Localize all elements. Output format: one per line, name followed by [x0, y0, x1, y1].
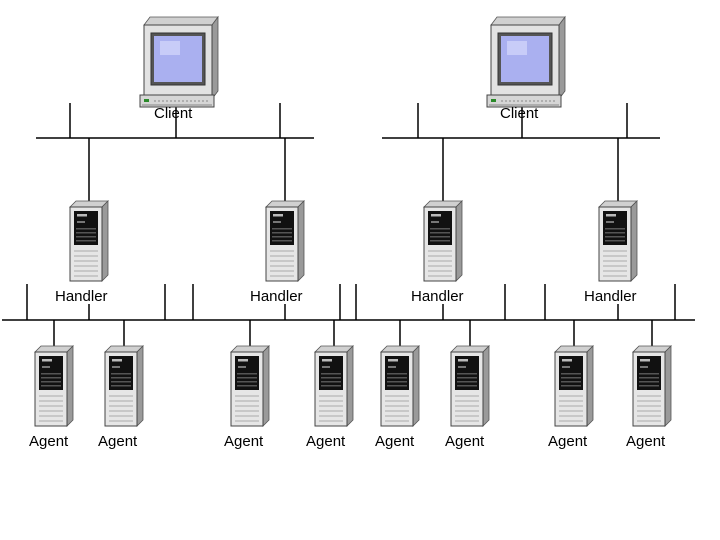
handler-server-icon [423, 200, 463, 282]
agent-server-icon [450, 345, 490, 427]
agent-server-icon [230, 345, 270, 427]
handler-label: Handler [55, 288, 108, 305]
agent-label: Agent [224, 433, 264, 450]
client-label: Client [500, 105, 539, 122]
handler-label: Handler [411, 288, 464, 305]
agent-server-icon [380, 345, 420, 427]
client-computer-icon [486, 16, 566, 108]
handler-server-icon [69, 200, 109, 282]
handler-label: Handler [584, 288, 637, 305]
agent-label: Agent [306, 433, 346, 450]
agent-server-icon [104, 345, 144, 427]
client-label: Client [154, 105, 193, 122]
handler-server-icon [598, 200, 638, 282]
agent-server-icon [632, 345, 672, 427]
agent-server-icon [554, 345, 594, 427]
network-lines [2, 103, 695, 350]
agent-label: Agent [375, 433, 415, 450]
agent-label: Agent [626, 433, 666, 450]
agent-label: Agent [29, 433, 69, 450]
agent-label: Agent [445, 433, 485, 450]
handler-label: Handler [250, 288, 303, 305]
client-computer-icon [139, 16, 219, 108]
handler-server-icon [265, 200, 305, 282]
agent-label: Agent [98, 433, 138, 450]
agent-server-icon [314, 345, 354, 427]
agent-server-icon [34, 345, 74, 427]
agent-label: Agent [548, 433, 588, 450]
